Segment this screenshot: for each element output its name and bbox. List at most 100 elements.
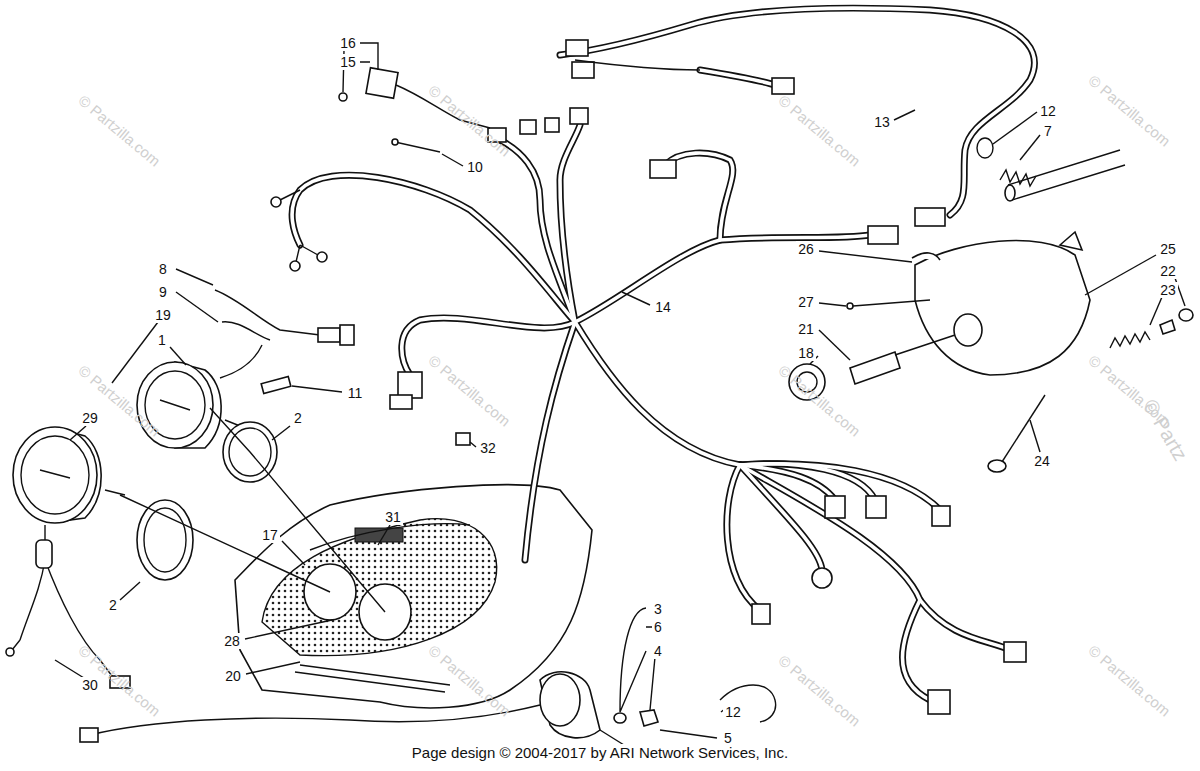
callout-number: 9 bbox=[157, 284, 169, 300]
wire-harness bbox=[932, 506, 950, 526]
callout-number: 6 bbox=[652, 619, 664, 635]
callout-number: 10 bbox=[465, 159, 485, 175]
leader-line bbox=[70, 426, 86, 440]
wire-harness bbox=[812, 568, 832, 588]
callout-number: 2 bbox=[292, 410, 304, 426]
leader-line bbox=[993, 112, 1037, 144]
handlebar-tube bbox=[1005, 185, 1015, 201]
leader-line bbox=[1085, 255, 1156, 295]
wire-harness bbox=[915, 208, 945, 226]
callout-number: 18 bbox=[796, 345, 816, 361]
wire-harness bbox=[572, 62, 594, 78]
headlight bbox=[988, 460, 1006, 472]
callout-number: 12 bbox=[1038, 103, 1058, 119]
wire-harness bbox=[700, 70, 775, 85]
callout-number: 7 bbox=[1042, 123, 1054, 139]
wire-harness bbox=[271, 197, 281, 207]
wire-harness bbox=[290, 261, 300, 271]
wire-harness bbox=[545, 118, 559, 132]
dash-pod bbox=[235, 485, 592, 708]
callout-number: 26 bbox=[796, 241, 816, 257]
leader-line bbox=[470, 442, 476, 447]
handlebar-tube bbox=[977, 138, 1125, 201]
callout-number: 13 bbox=[872, 114, 892, 130]
gauge bbox=[144, 508, 186, 572]
watermark: © Partzilla.com bbox=[776, 652, 863, 728]
wire-harness bbox=[740, 465, 1010, 650]
gauge-wire bbox=[215, 290, 320, 378]
callout-number: 3 bbox=[652, 601, 664, 617]
wire-harness bbox=[903, 600, 931, 700]
wire-harness bbox=[650, 160, 676, 178]
wire-harness bbox=[570, 108, 588, 124]
leader-line bbox=[55, 43, 1185, 738]
leader-line bbox=[120, 582, 140, 600]
leader-line bbox=[282, 541, 305, 565]
headlight bbox=[1179, 309, 1193, 321]
gauge bbox=[13, 362, 385, 612]
headlight bbox=[954, 314, 982, 346]
callout-number: 12 bbox=[723, 704, 743, 720]
callout-number: 27 bbox=[796, 294, 816, 310]
leader-line bbox=[660, 730, 717, 738]
wire-harness bbox=[560, 8, 1034, 215]
headlight bbox=[1060, 232, 1082, 250]
gauge-wire bbox=[6, 290, 354, 688]
leader-line bbox=[894, 110, 915, 120]
wire-harness bbox=[575, 322, 740, 465]
wire-harness bbox=[868, 226, 898, 244]
indicator-pod bbox=[540, 672, 600, 738]
gauge-wire bbox=[6, 648, 14, 656]
callout-number: 1 bbox=[156, 332, 168, 348]
dash-pod bbox=[310, 524, 470, 550]
wire-harness bbox=[700, 70, 775, 85]
wire-harness bbox=[292, 175, 575, 322]
headlight bbox=[895, 335, 955, 355]
leader-line bbox=[176, 269, 213, 285]
indicator-pod bbox=[614, 713, 626, 723]
handlebar-tube bbox=[1000, 170, 1036, 186]
gauge bbox=[21, 436, 89, 514]
gauge-wire bbox=[340, 325, 354, 345]
headlight bbox=[853, 300, 930, 306]
leader-line bbox=[245, 620, 332, 639]
watermark: © Partzilla.com bbox=[1086, 642, 1173, 718]
wire-harness bbox=[398, 372, 422, 398]
leader-line bbox=[442, 154, 463, 166]
callout-number: 23 bbox=[1158, 282, 1178, 298]
wire-harness bbox=[456, 433, 470, 445]
wire-harness bbox=[772, 78, 794, 94]
callout-number: 24 bbox=[1032, 453, 1052, 469]
wire-harness bbox=[280, 190, 318, 262]
gauge bbox=[160, 400, 245, 428]
gauge bbox=[137, 500, 193, 580]
gauge-wire bbox=[318, 328, 340, 342]
wire-harness bbox=[727, 465, 760, 610]
leader-line bbox=[1020, 135, 1040, 160]
indicator-pod bbox=[80, 728, 98, 742]
callout-number: 28 bbox=[222, 633, 242, 649]
wire-harness bbox=[740, 465, 1010, 650]
dash-pod bbox=[262, 519, 497, 656]
watermark: © Partzilla.com bbox=[426, 82, 513, 158]
wire-harness bbox=[402, 318, 575, 375]
relay-block bbox=[339, 93, 347, 101]
callout-number: 2 bbox=[107, 597, 119, 613]
leader-line bbox=[112, 322, 158, 383]
gauge-wire bbox=[261, 377, 291, 394]
leader-line bbox=[622, 292, 650, 305]
wire-harness bbox=[928, 690, 950, 714]
headlight bbox=[912, 253, 940, 260]
callout-number: 29 bbox=[80, 410, 100, 426]
leader-line bbox=[246, 662, 300, 674]
gauge-wire bbox=[36, 540, 52, 568]
wire-harness bbox=[390, 395, 412, 409]
dash-pod bbox=[235, 485, 592, 708]
callout-number: 14 bbox=[653, 299, 673, 315]
watermark: © Partzilla.com bbox=[776, 92, 863, 168]
callout-number: 16 bbox=[338, 35, 358, 51]
wire-harness bbox=[575, 322, 740, 465]
wire-harness bbox=[566, 40, 588, 56]
